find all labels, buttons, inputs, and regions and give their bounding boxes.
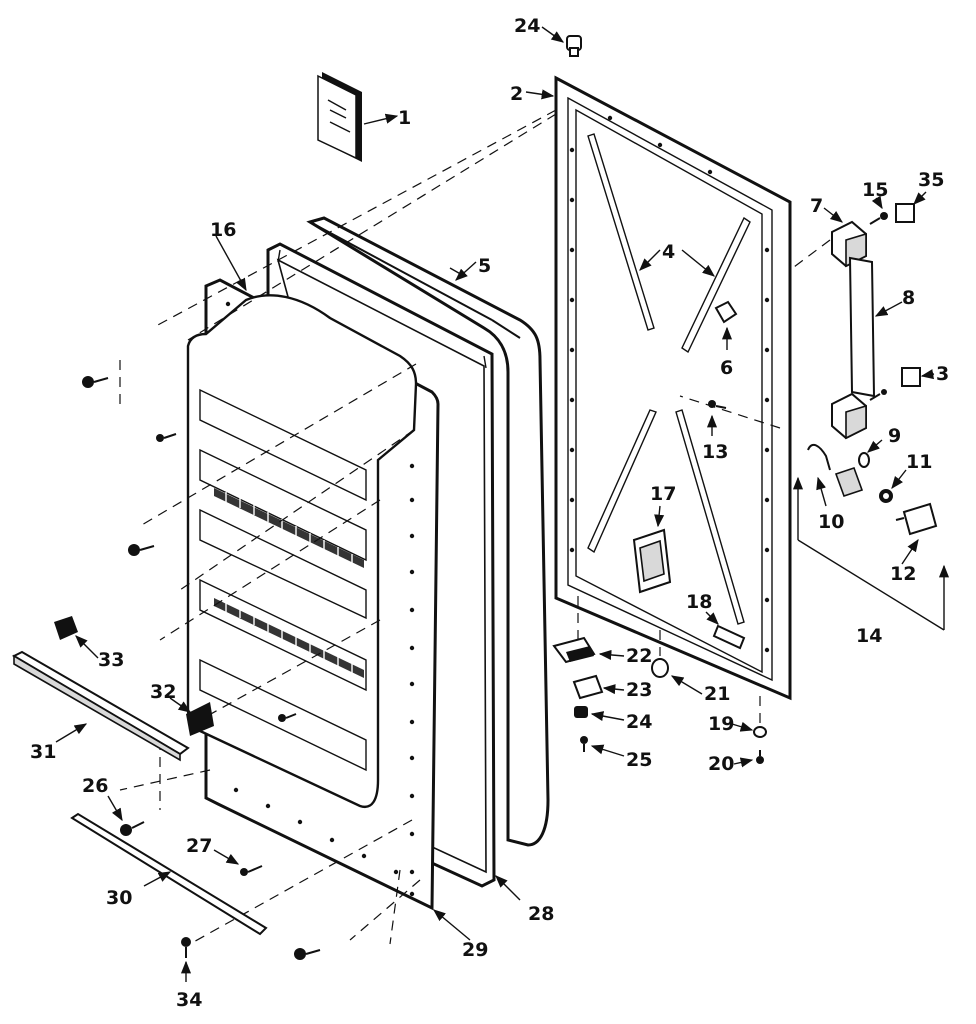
alignment-lines [119, 109, 831, 945]
bracket-part-17 [632, 505, 672, 594]
label-35: 35 [918, 169, 944, 191]
label-18: 18 [686, 591, 712, 613]
label-17: 17 [650, 483, 676, 505]
label-34: 34 [176, 989, 202, 1011]
label-26: 26 [82, 775, 108, 797]
label-2: 2 [510, 83, 523, 105]
inner-door-liner-part [186, 235, 471, 941]
label-24-bottom: 24 [626, 711, 652, 733]
manual-booklet-part [317, 72, 399, 162]
label-4: 4 [662, 241, 675, 263]
outer-door-panel-part [554, 75, 792, 701]
label-8: 8 [902, 287, 915, 309]
label-20: 20 [708, 753, 734, 775]
label-16: 16 [210, 219, 236, 241]
label-12: 12 [890, 563, 916, 585]
label-23: 23 [626, 679, 652, 701]
label-9: 9 [888, 425, 901, 447]
clip-part-33 [54, 616, 99, 659]
label-14: 14 [856, 625, 882, 647]
label-22: 22 [626, 645, 652, 667]
left-screws [82, 376, 321, 960]
label-11: 11 [906, 451, 932, 473]
label-3: 3 [936, 363, 949, 385]
screw-part-26 [107, 795, 145, 836]
handle-assembly [792, 191, 950, 631]
label-25: 25 [626, 749, 652, 771]
label-24-top: 24 [514, 15, 540, 37]
label-31: 31 [30, 741, 56, 763]
label-32: 32 [150, 681, 176, 703]
label-33: 33 [98, 649, 124, 671]
screw-part-27 [213, 849, 263, 876]
cap-part-32 [169, 697, 214, 736]
label-19: 19 [708, 713, 734, 735]
rod-part-30 [70, 812, 268, 936]
part-labels: 1 2 24 4 5 16 6 13 17 18 7 15 35 8 3 9 1… [30, 15, 949, 1011]
label-6: 6 [720, 357, 733, 379]
screw-part-34 [180, 937, 192, 982]
label-7: 7 [810, 195, 823, 217]
clip-part-18 [705, 611, 746, 650]
label-5: 5 [478, 255, 491, 277]
top-cap-part [541, 26, 582, 57]
label-27: 27 [186, 835, 212, 857]
label-1: 1 [398, 107, 411, 129]
label-10: 10 [818, 511, 844, 533]
door-liner-part [306, 216, 550, 847]
label-30: 30 [106, 887, 132, 909]
label-15: 15 [862, 179, 888, 201]
bracket-part-6 [714, 300, 738, 350]
label-28: 28 [528, 903, 554, 925]
label-21: 21 [704, 683, 730, 705]
label-29: 29 [462, 939, 488, 961]
label-13: 13 [702, 441, 728, 463]
bar-part-31 [11, 650, 190, 762]
bottom-hinge-hardware [552, 636, 767, 768]
